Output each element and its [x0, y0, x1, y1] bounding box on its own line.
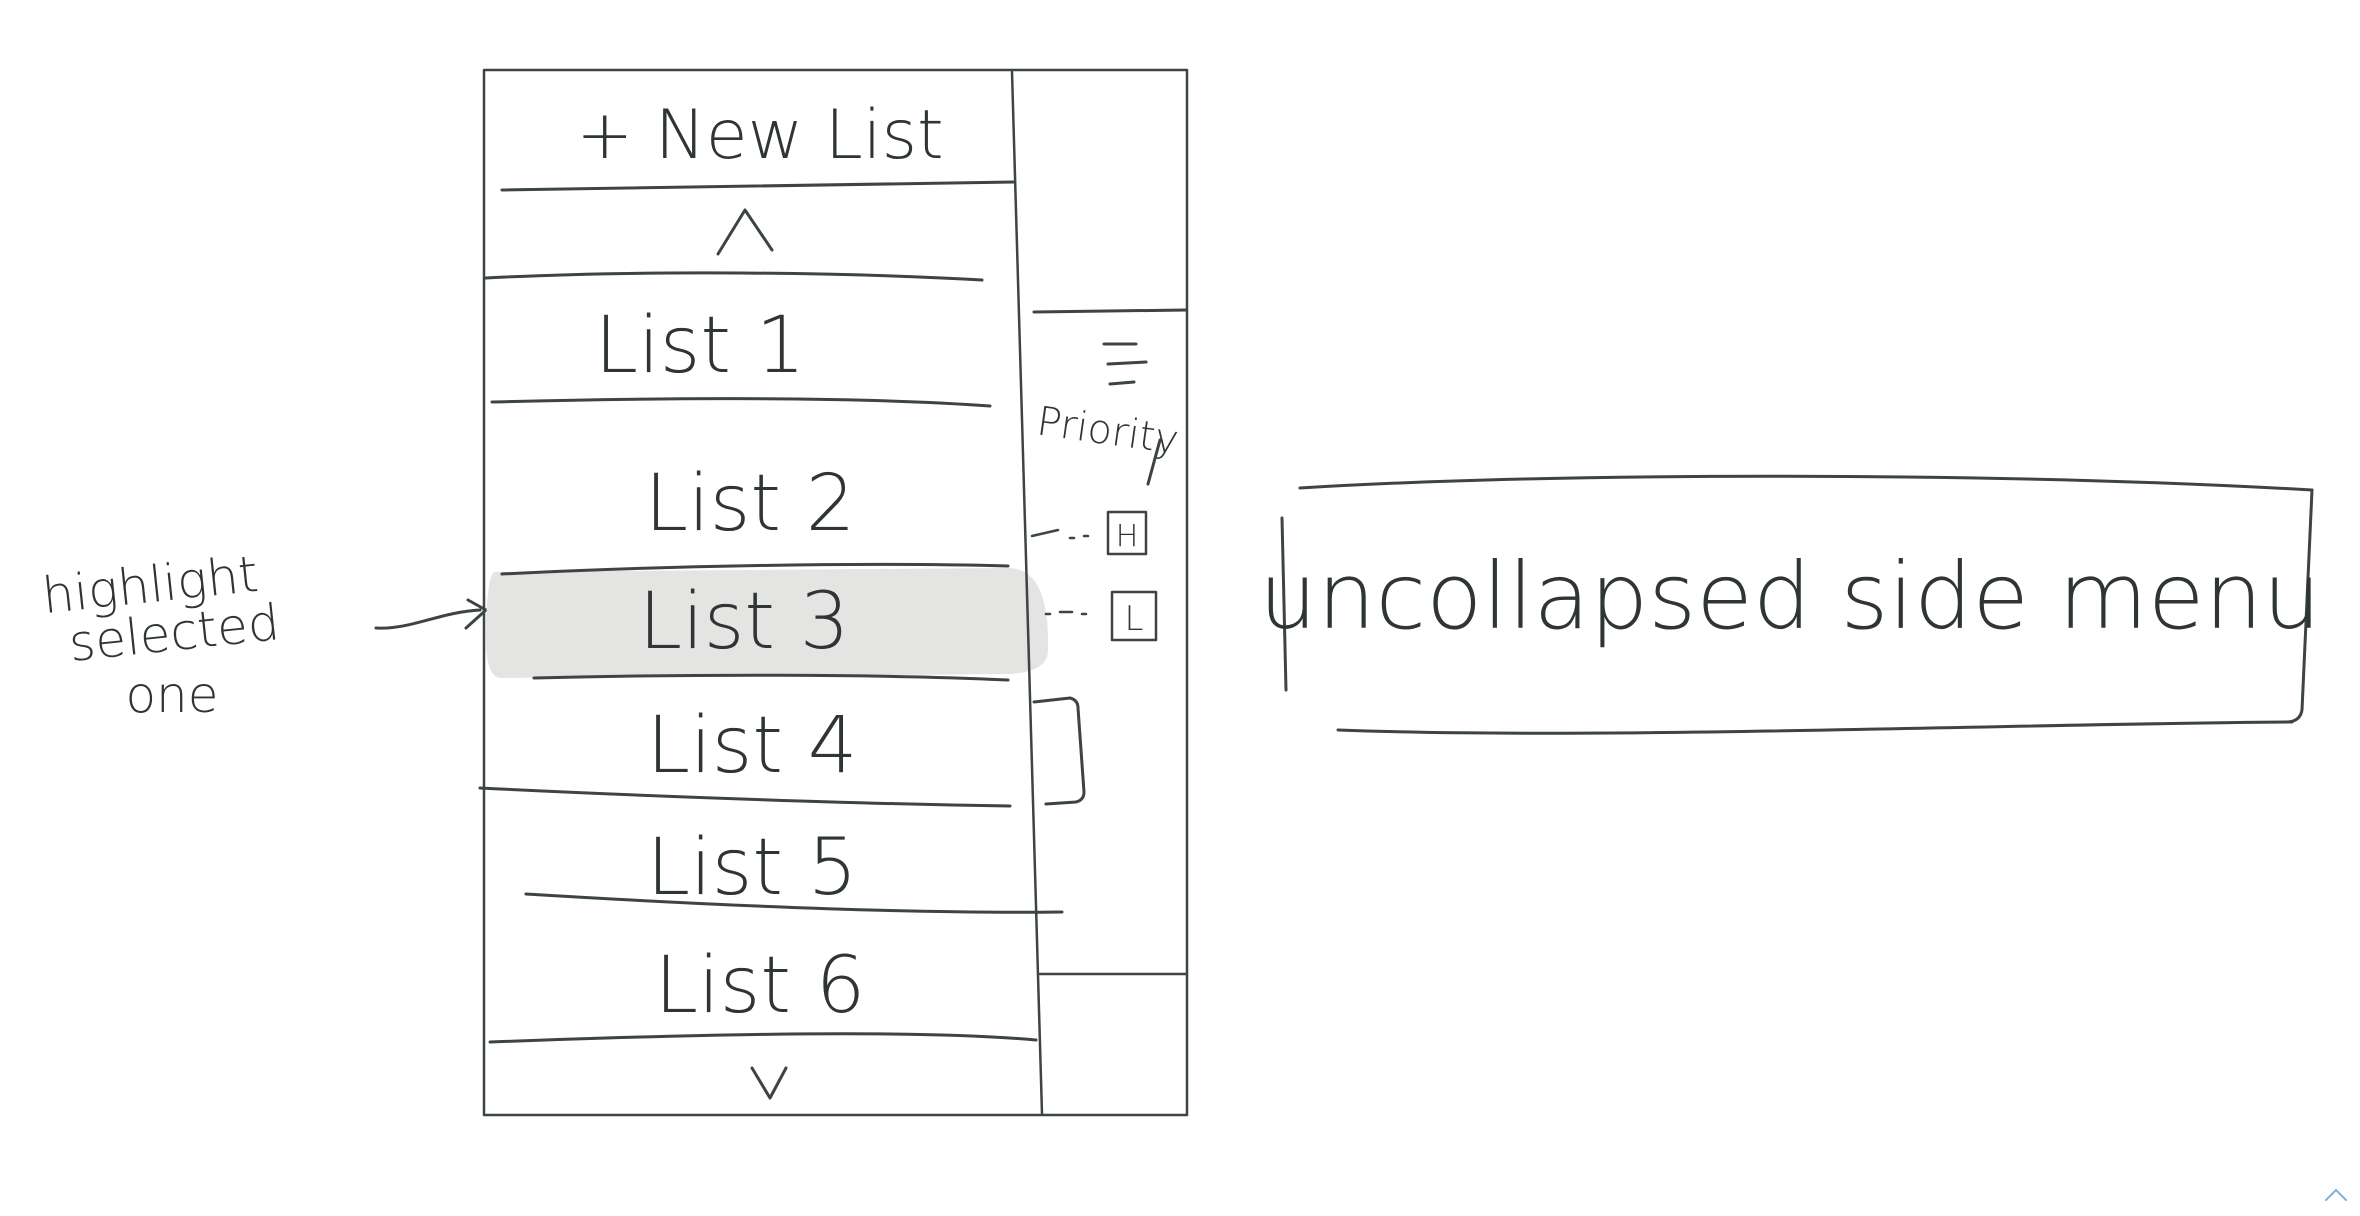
sidebar-item-list-4[interactable]: List 4 — [647, 701, 858, 791]
divider-3 — [532, 673, 1010, 682]
high-badge-box — [1106, 510, 1148, 556]
sidebar-item-label: List 6 — [655, 941, 866, 1031]
leader-line-high — [1030, 528, 1090, 540]
sidebar-item-list-6[interactable]: List 6 — [655, 941, 866, 1031]
low-badge-label: L — [1125, 599, 1144, 639]
chevron-down-icon — [750, 1066, 788, 1100]
filter-rail: Priority H L — [1030, 308, 1188, 976]
new-list-button[interactable]: + New List — [576, 96, 943, 175]
priority-tick — [1146, 438, 1162, 486]
callout-left-edge — [1280, 516, 1288, 692]
chevron-up-icon — [716, 208, 774, 256]
priority-high-toggle[interactable]: H — [1030, 510, 1148, 556]
sidebar-item-list-5[interactable]: List 5 — [647, 823, 858, 913]
chevron-up-icon — [2325, 1188, 2347, 1201]
sidebar-item-list-2[interactable]: List 2 — [645, 459, 856, 549]
callout-top-edge — [1298, 474, 2314, 492]
side-menu: + New List List 1 List 2 List 3 List 4 — [478, 68, 1189, 1117]
sidebar-item-label: List 3 — [639, 577, 850, 667]
sidebar-item-label: List 1 — [595, 301, 806, 391]
new-list-label: + New List — [576, 96, 943, 175]
priority-low-toggle[interactable]: L — [1044, 590, 1158, 642]
callout-box: uncollapsed side menu — [1259, 474, 2321, 735]
divider-new-list — [500, 180, 1016, 192]
priority-label: Priority — [1034, 398, 1181, 463]
menu-button[interactable] — [1102, 342, 1148, 386]
rail-divider-top — [1032, 308, 1188, 314]
divider-5 — [524, 892, 1064, 914]
divider-1 — [490, 397, 992, 408]
selected-item-highlight — [486, 568, 1049, 678]
hamburger-icon — [1102, 342, 1148, 386]
sidebar-item-label: List 5 — [647, 823, 858, 913]
annotation-line-one: one — [125, 666, 218, 724]
annotation-arrow-icon — [374, 598, 488, 630]
sidebar-item-list-3[interactable]: List 3 — [639, 577, 850, 667]
side-menu-frame — [482, 68, 1189, 1117]
sidebar-item-label: List 4 — [647, 701, 858, 791]
leader-line-low — [1044, 610, 1088, 616]
divider-6 — [488, 1032, 1038, 1044]
scroll-down-button[interactable] — [750, 1066, 788, 1100]
callout-bottom-edge — [1336, 720, 2294, 735]
low-badge-box — [1110, 590, 1158, 642]
highlight-annotation: highlight selected one — [40, 545, 488, 724]
callout-text: uncollapsed side menu — [1259, 543, 2321, 650]
sidebar-item-list-1[interactable]: List 1 — [595, 301, 806, 391]
bracket-mark — [1032, 696, 1086, 806]
divider-top — [484, 271, 984, 282]
sidebar-item-label: List 2 — [645, 459, 856, 549]
scroll-up-button[interactable] — [716, 208, 774, 256]
divider-2 — [500, 562, 1010, 576]
column-divider — [1010, 70, 1044, 1116]
divider-4 — [478, 786, 1012, 808]
high-badge-label: H — [1116, 519, 1139, 554]
